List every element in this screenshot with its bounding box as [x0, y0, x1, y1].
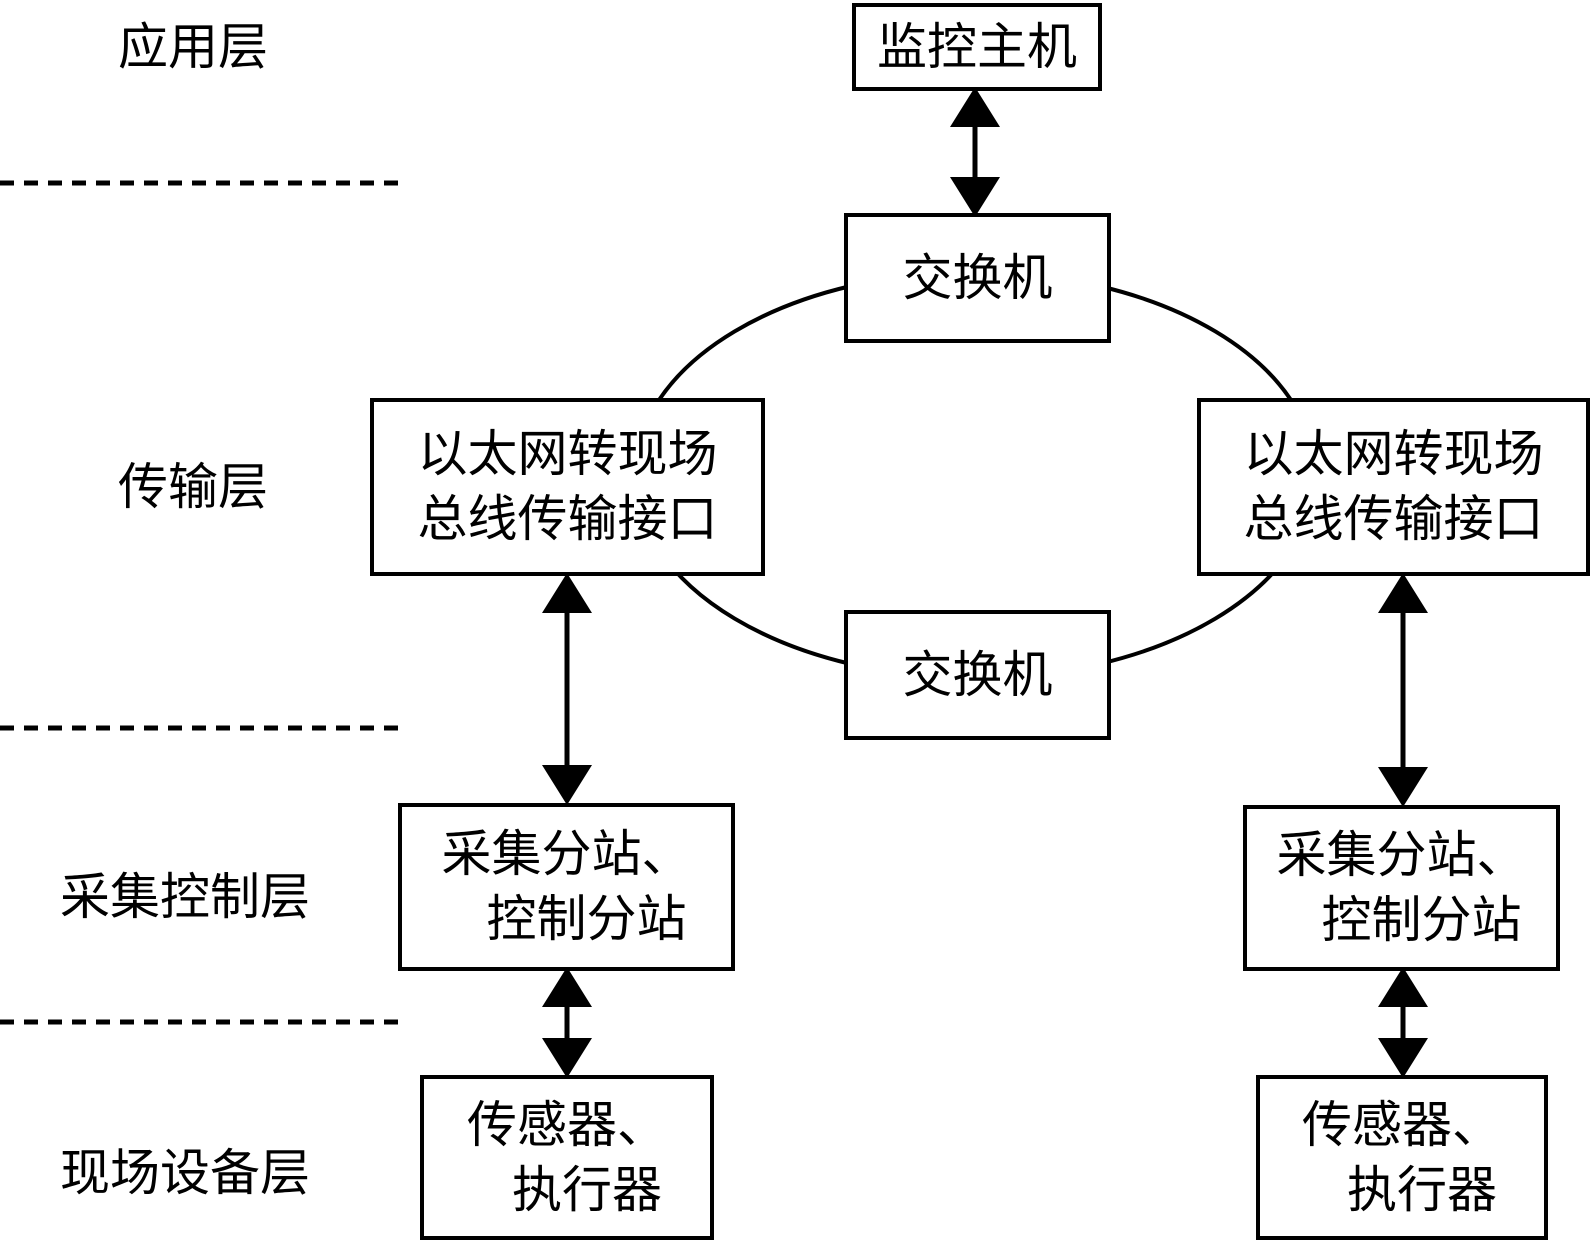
- layer-label-acquisition-control: 采集控制层: [60, 868, 310, 926]
- interface-left-line1: 以太网转现场: [417, 425, 718, 483]
- interface-left-line2: 总线传输接口: [417, 490, 718, 548]
- device-left-line1: 传感器、: [467, 1095, 667, 1154]
- layer-label-transport: 传输层: [118, 458, 268, 516]
- layer-label-field-device: 现场设备层: [60, 1144, 310, 1202]
- switch-box-bottom: 交换机: [844, 610, 1111, 740]
- device-right-line2: 执行器: [1347, 1160, 1497, 1219]
- interface-box-left: 以太网转现场 总线传输接口: [370, 398, 765, 576]
- device-right-line1: 传感器、: [1302, 1095, 1502, 1154]
- substation-right-line1: 采集分站、: [1276, 826, 1527, 884]
- monitor-host-box: 监控主机: [852, 3, 1102, 91]
- substation-right-line2: 控制分站: [1321, 891, 1522, 949]
- monitor-host-label: 监控主机: [877, 17, 1077, 76]
- layer-label-application: 应用层: [118, 18, 268, 76]
- substation-left-line1: 采集分站、: [441, 825, 692, 883]
- substation-box-left: 采集分站、 控制分站: [398, 803, 735, 971]
- interface-right-line1: 以太网转现场: [1243, 425, 1544, 483]
- switch-bottom-label: 交换机: [902, 645, 1053, 704]
- device-box-left: 传感器、 执行器: [420, 1075, 714, 1240]
- interface-box-right: 以太网转现场 总线传输接口: [1197, 398, 1590, 576]
- switch-box-top: 交换机: [844, 213, 1111, 343]
- device-box-right: 传感器、 执行器: [1256, 1075, 1548, 1240]
- switch-top-label: 交换机: [902, 248, 1053, 307]
- device-left-line2: 执行器: [512, 1160, 662, 1219]
- substation-left-line2: 控制分站: [486, 890, 687, 948]
- interface-right-line2: 总线传输接口: [1243, 490, 1544, 548]
- substation-box-right: 采集分站、 控制分站: [1243, 805, 1560, 971]
